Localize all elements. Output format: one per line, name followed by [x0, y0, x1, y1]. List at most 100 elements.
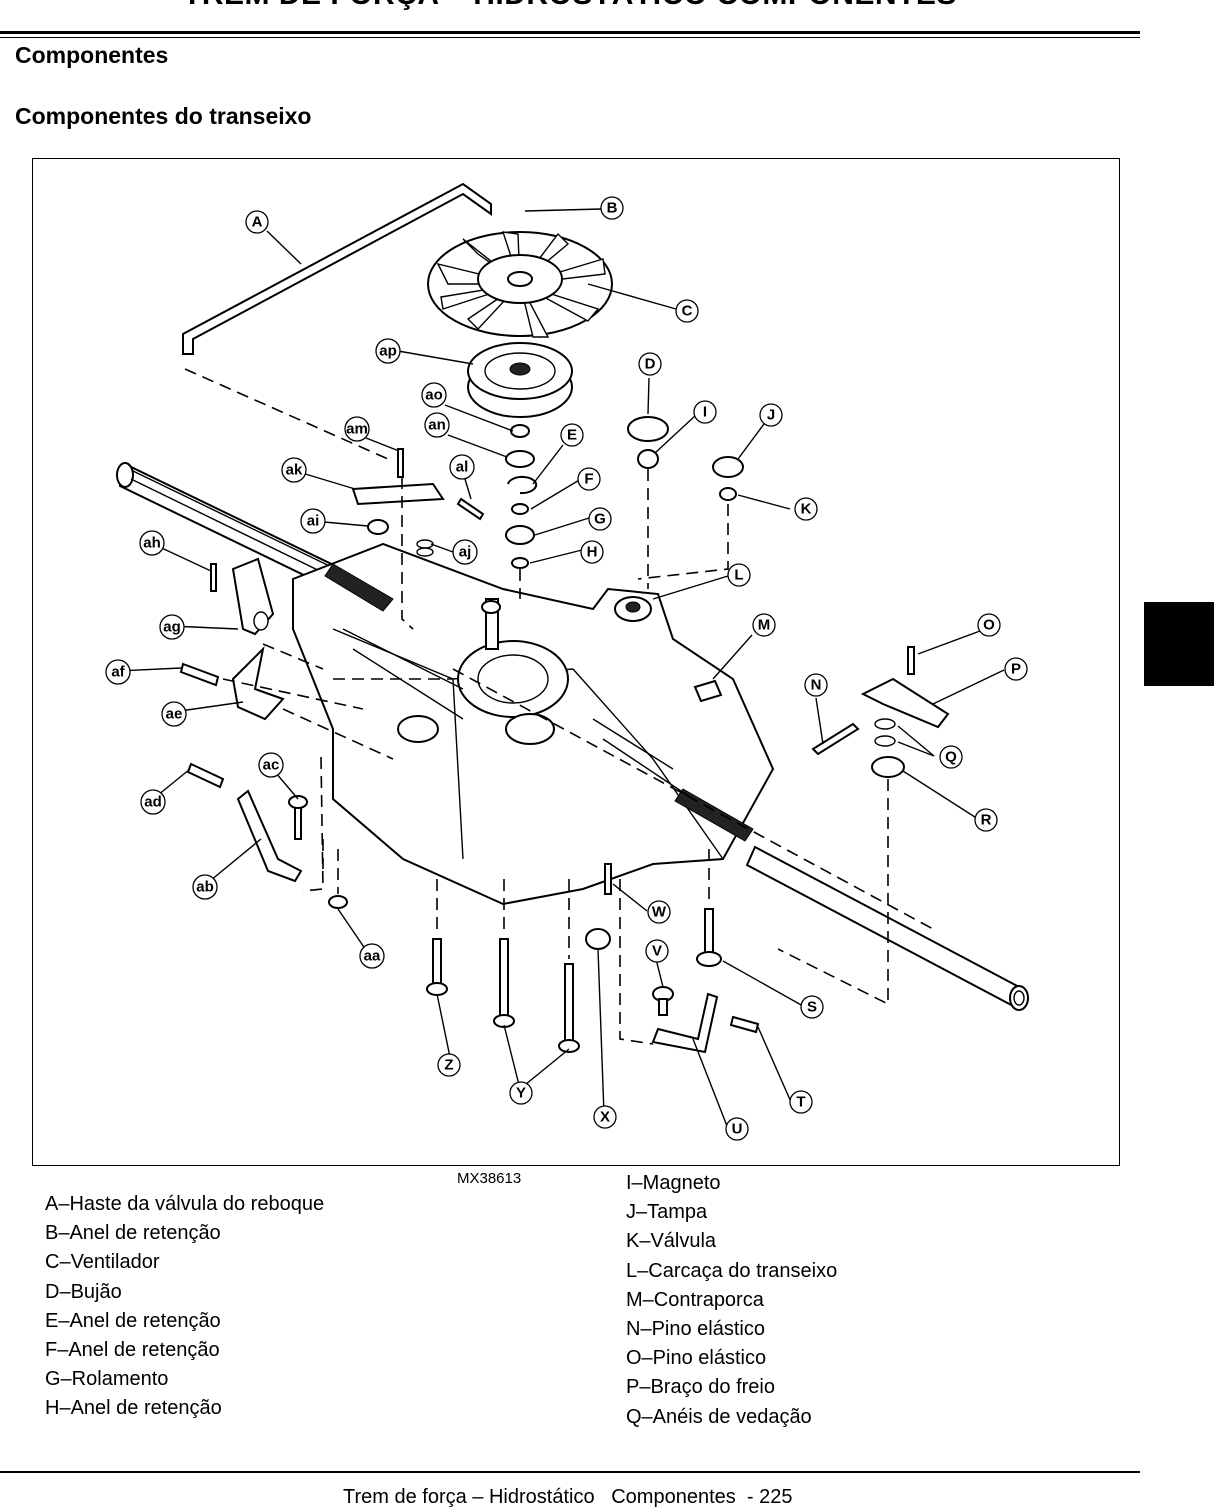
- svg-text:H: H: [587, 544, 598, 561]
- spring-r: [871, 756, 905, 778]
- svg-text:M: M: [758, 617, 771, 634]
- legend-right: I–Magneto J–Tampa K–Válvula L–Carcaça do…: [626, 1169, 837, 1432]
- svg-text:Q: Q: [945, 749, 957, 766]
- figure-code: MX38613: [457, 1170, 522, 1187]
- callout-ao: ao: [421, 382, 447, 408]
- bolt-ac: [294, 803, 302, 840]
- svg-text:aj: aj: [459, 544, 472, 561]
- callout-ag: ag: [159, 614, 185, 640]
- svg-text:am: am: [346, 421, 368, 438]
- callout-L: L: [727, 563, 751, 587]
- callout-A: A: [245, 210, 269, 234]
- callout-R: R: [974, 808, 998, 832]
- svg-text:ac: ac: [263, 757, 280, 774]
- assembly-dash-lines: [184, 368, 934, 1045]
- callout-N: N: [804, 673, 828, 697]
- pin-w: [604, 863, 612, 895]
- legend-item: L–Carcaça do transeixo: [626, 1259, 838, 1282]
- right-axle-shaft: [745, 845, 1029, 1011]
- callout-al: al: [449, 454, 475, 480]
- legend-item: G–Rolamento: [45, 1368, 169, 1391]
- legend-item: A–Haste da válvula do reboque: [45, 1193, 325, 1215]
- svg-text:S: S: [807, 999, 817, 1016]
- callout-af: af: [105, 659, 131, 685]
- legend-item: E–Anel de retenção: [45, 1309, 221, 1332]
- svg-text:ao: ao: [425, 387, 443, 404]
- callout-G: G: [588, 507, 612, 531]
- control-plate-ak: [351, 482, 445, 506]
- svg-text:W: W: [652, 904, 667, 921]
- callout-P: P: [1004, 657, 1028, 681]
- header-rule-thin: [0, 37, 1140, 38]
- svg-text:X: X: [600, 1109, 610, 1126]
- cooling-fan: [427, 231, 613, 338]
- retaining-ring-h: [511, 557, 529, 569]
- callout-B: B: [600, 196, 624, 220]
- svg-text:G: G: [594, 511, 606, 528]
- svg-text:ai: ai: [307, 513, 320, 530]
- svg-text:P: P: [1011, 661, 1021, 678]
- callout-M: M: [752, 613, 776, 637]
- drive-pulley: [467, 342, 573, 418]
- callout-aa: aa: [359, 943, 385, 969]
- callout-S: S: [800, 995, 824, 1019]
- svg-text:D: D: [645, 356, 656, 373]
- callout-D: D: [638, 352, 662, 376]
- svg-text:af: af: [111, 664, 125, 681]
- svg-text:K: K: [801, 501, 812, 518]
- bolt-af: [179, 662, 220, 687]
- svg-text:U: U: [732, 1121, 743, 1138]
- section-title: TREM DE FORÇA – HIDROSTÁTICO COMPONENTES: [0, 0, 1140, 12]
- svg-text:ap: ap: [379, 343, 397, 360]
- svg-text:ab: ab: [196, 879, 214, 896]
- svg-text:C: C: [682, 303, 693, 320]
- bracket-ab: [236, 789, 303, 883]
- svg-text:I: I: [703, 404, 707, 421]
- plug-d: [627, 416, 669, 442]
- svg-text:J: J: [767, 407, 775, 424]
- seal-ring-aj: [416, 539, 434, 549]
- retaining-ring-ao: [510, 424, 530, 438]
- bolt-ad: [186, 762, 225, 789]
- svg-text:A: A: [252, 214, 263, 231]
- callout-C: C: [675, 299, 699, 323]
- callout-T: T: [789, 1090, 813, 1114]
- bolt-v: [652, 986, 674, 1016]
- washer-ai: [367, 519, 389, 535]
- legend-item: C–Ventilador: [45, 1251, 160, 1274]
- magnet-i: [637, 449, 659, 469]
- callout-F: F: [577, 467, 601, 491]
- pin-al: [456, 497, 485, 521]
- callout-K: K: [794, 497, 818, 521]
- valve-k: [719, 487, 737, 501]
- bolt-t: [729, 1015, 760, 1034]
- svg-text:ae: ae: [166, 706, 183, 723]
- callout-W: W: [647, 900, 671, 924]
- callout-an: an: [424, 412, 450, 438]
- callout-V: V: [645, 939, 669, 963]
- svg-text:Z: Z: [444, 1057, 453, 1074]
- cap-j: [712, 456, 744, 478]
- legend-item: F–Anel de retenção: [45, 1338, 220, 1361]
- nut-aa: [328, 895, 348, 909]
- bracket-u: [651, 992, 719, 1054]
- callout-ap: ap: [375, 338, 401, 364]
- transaxle-exploded-diagram: A B C D E F G H I J K L M N O P Q R S T …: [105, 182, 1029, 1141]
- svg-text:an: an: [428, 417, 446, 434]
- svg-text:N: N: [811, 677, 822, 694]
- legend-item: K–Válvula: [626, 1230, 717, 1253]
- callout-I: I: [693, 400, 717, 424]
- footer-rule: [0, 1471, 1140, 1473]
- plug-x: [585, 928, 611, 950]
- svg-text:Y: Y: [516, 1085, 526, 1102]
- svg-text:aa: aa: [364, 948, 381, 965]
- bolt-z: [426, 938, 448, 996]
- legend-item: D–Bujão: [45, 1280, 122, 1303]
- spring-pin-o: [907, 646, 915, 675]
- spring-pin-am: [397, 448, 404, 478]
- svg-text:L: L: [734, 567, 743, 584]
- legend-item: M–Contraporca: [626, 1288, 764, 1311]
- callout-Y: Y: [509, 1081, 533, 1105]
- legend-item: N–Pino elástico: [626, 1317, 765, 1340]
- svg-text:ad: ad: [144, 794, 162, 811]
